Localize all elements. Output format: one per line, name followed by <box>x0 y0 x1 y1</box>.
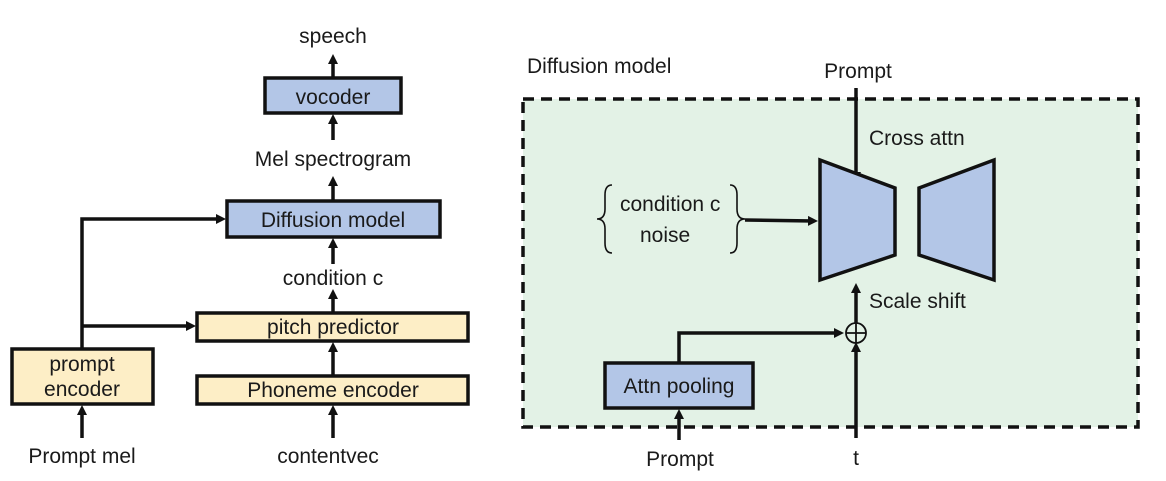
prompt-encoder-label-line2: encoder <box>44 378 120 401</box>
prompt-top-label: Prompt <box>824 60 892 83</box>
contentvec-label: contentvec <box>277 445 379 468</box>
attn-pooling-box <box>603 361 755 410</box>
unet-encoder-trapezoid <box>818 157 897 283</box>
pitch-predictor-label: pitch predictor <box>267 316 399 339</box>
t-label: t <box>853 447 859 470</box>
diffusion-model-box <box>225 199 442 239</box>
noise-label: noise <box>640 224 690 247</box>
condition-c-label: condition c <box>283 267 383 290</box>
scale-shift-label: Scale shift <box>869 290 966 313</box>
attn-pooling-label: Attn pooling <box>624 375 735 398</box>
phoneme-encoder-box <box>195 374 470 406</box>
left-brace <box>596 184 613 254</box>
vocoder-box <box>263 76 403 115</box>
prompt-encoder-box <box>10 347 155 406</box>
speech-label: speech <box>299 25 367 48</box>
diffusion-model-label: Diffusion model <box>261 209 405 232</box>
arrow-prompt-encoder-to-diffusion <box>80 214 226 349</box>
right-brace <box>729 184 746 254</box>
condition-c-input-label: condition c <box>620 193 720 216</box>
prompt-mel-label: Prompt mel <box>28 445 135 468</box>
arrow-attn-to-sum <box>677 328 844 363</box>
cross-attn-label: Cross attn <box>869 127 965 150</box>
vocoder-label: vocoder <box>296 86 371 109</box>
prompt-encoder-label-line1: prompt <box>49 353 115 376</box>
arrow-inputs-to-encoder <box>744 215 818 226</box>
pitch-predictor-box <box>195 311 470 343</box>
phoneme-encoder-label: Phoneme encoder <box>247 379 419 402</box>
unet-decoder-trapezoid <box>917 157 996 283</box>
diffusion-panel-title: Diffusion model <box>527 55 671 78</box>
mel-spectrogram-label: Mel spectrogram <box>255 148 411 171</box>
prompt-bottom-label: Prompt <box>646 448 714 471</box>
